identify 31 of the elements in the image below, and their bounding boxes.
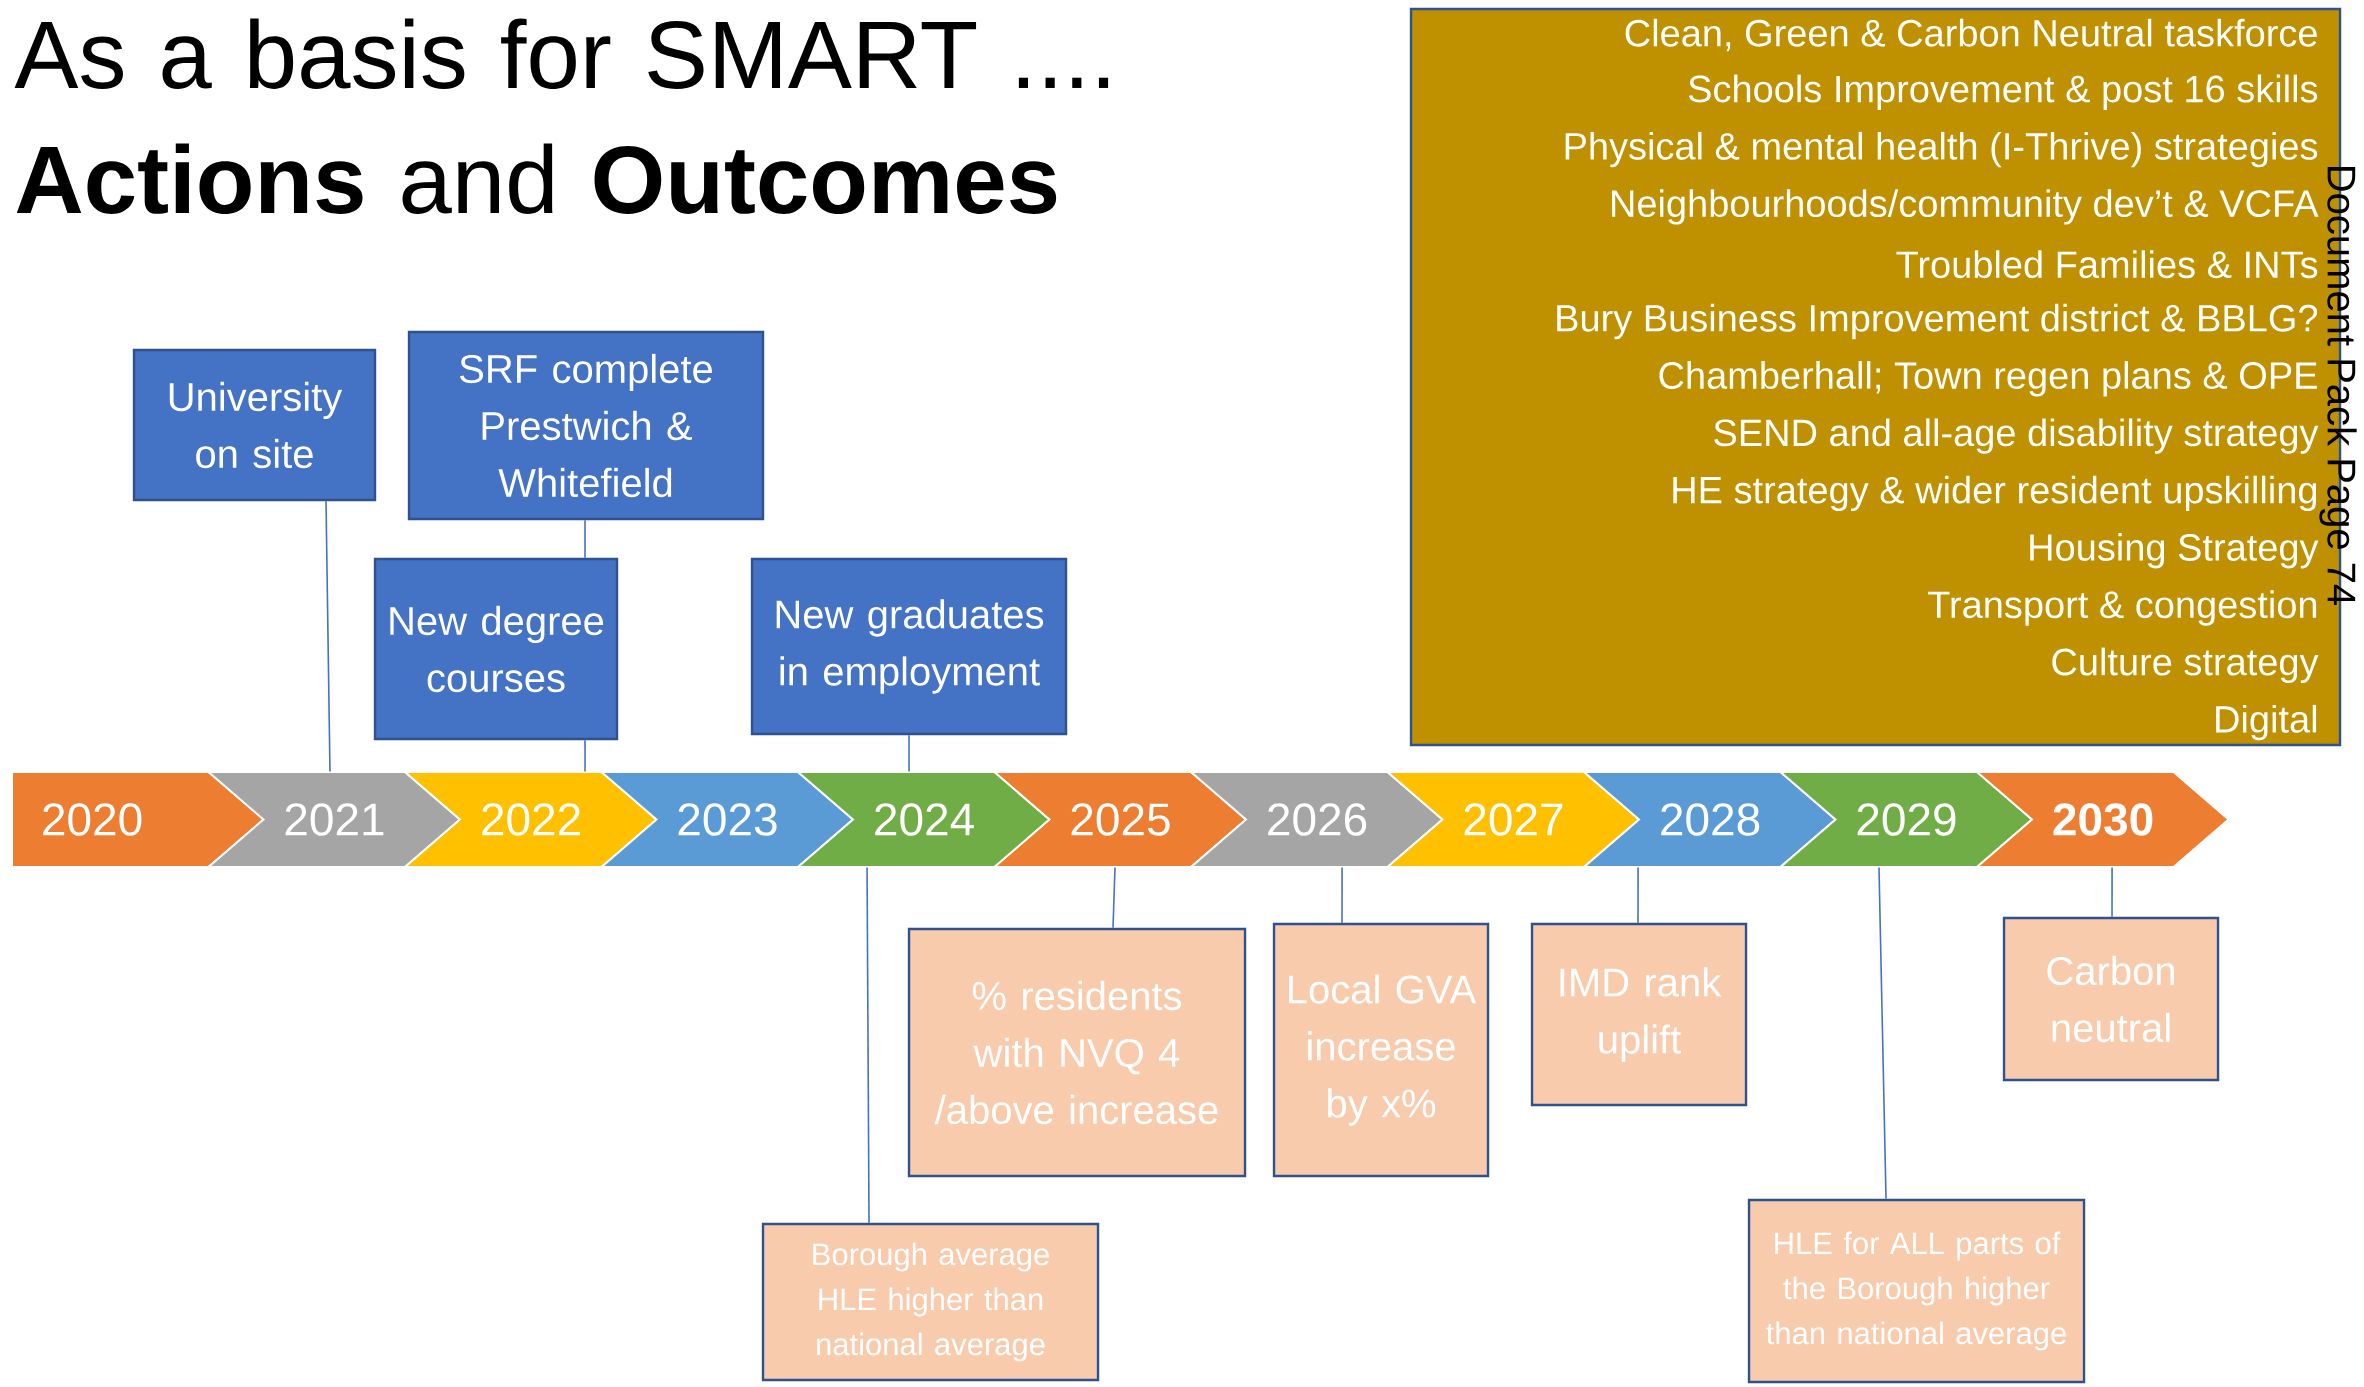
milestone-box: SRF complete Prestwich & Whitefield — [407, 330, 765, 521]
year-segment: 2026 — [1188, 771, 1445, 868]
connector-line — [2111, 866, 2113, 918]
year-segment: 2027 — [1384, 771, 1641, 868]
year-segment: 2024 — [795, 771, 1052, 868]
outcome-box: IMD rank uplift — [1530, 922, 1748, 1107]
milestone-box: New graduates in employment — [750, 557, 1068, 736]
connector-line — [325, 500, 331, 773]
year-segment: 2021 — [205, 771, 462, 868]
year-segment: 2028 — [1581, 771, 1838, 868]
connector-line — [1112, 866, 1116, 929]
connector-line — [866, 866, 870, 1224]
year-segment: 2023 — [598, 771, 855, 868]
connector-line — [1878, 866, 1887, 1200]
outcome-box: Carbon neutral — [2002, 916, 2220, 1082]
connector-line — [584, 519, 586, 559]
connector-line — [1341, 866, 1343, 924]
connector-line — [584, 739, 586, 773]
connector-line — [1637, 866, 1639, 924]
connector-line — [908, 734, 910, 773]
year-segment: 2025 — [991, 771, 1248, 868]
milestone-box: University on site — [132, 348, 377, 502]
year-segment: 2022 — [402, 771, 659, 868]
milestone-box: New degree courses — [373, 557, 619, 741]
outcome-box: HLE for ALL parts of the Borough higher than national average — [1747, 1198, 2086, 1384]
title: As a basis for SMART .... Actions and Outcomes — [14, 18, 1109, 214]
year-segment: 2030 — [1974, 771, 2231, 868]
year-segment: 2029 — [1777, 771, 2034, 868]
outcome-box: % residents with NVQ 4 /above increase — [907, 927, 1247, 1178]
outcome-box: Borough average HLE higher than national average — [761, 1222, 1100, 1382]
outcome-box: Local GVA increase by x% — [1272, 922, 1490, 1178]
